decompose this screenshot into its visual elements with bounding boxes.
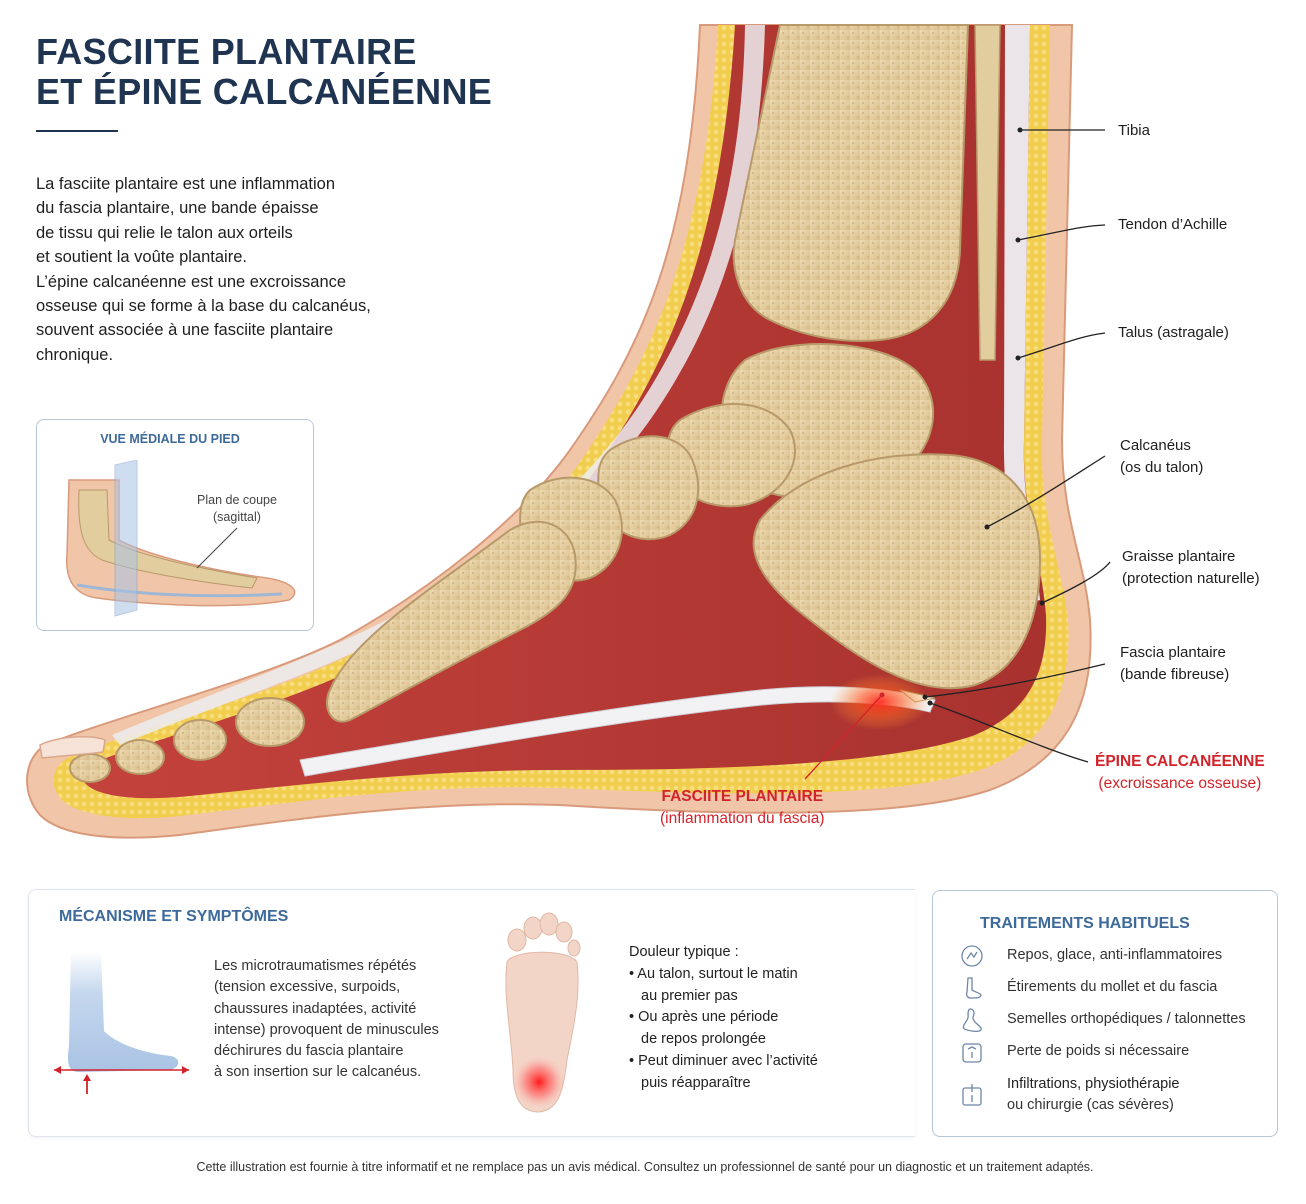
mechanism-line: Les microtraumatismes répétés xyxy=(214,958,417,974)
title-line-1: FASCIITE PLANTAIRE xyxy=(36,31,417,72)
intro-line: La fasciite plantaire est une inflammati… xyxy=(36,175,335,193)
treatment-label: Infiltrations, physiothérapie ou chirurg… xyxy=(1007,1074,1180,1117)
label-talus: Talus (astragale) xyxy=(1118,324,1229,341)
medial-view-inset: VUE MÉDIALE DU PIED Plan de coupe (sagit… xyxy=(36,419,314,631)
mechanism-line: chaussures inadaptées, activité xyxy=(214,1000,417,1017)
mechanism-line: déchirures du fascia plantaire xyxy=(214,1043,404,1060)
treatment-label: Étirements du mollet et du fascia xyxy=(1007,979,1218,996)
treatment-label: Semelles orthopédiques / talonnettes xyxy=(1007,1011,1246,1028)
calcaneus-bone xyxy=(752,453,1042,690)
label-spur-line-1: ÉPINE CALCANÉENNE xyxy=(1095,753,1265,770)
intro-line: souvent associée à une fasciite plantair… xyxy=(36,321,334,340)
treatment-label-line-2: ou chirurgie (cas sévères) xyxy=(1007,1097,1174,1113)
label-leaders xyxy=(804,129,1111,780)
label-calcaneus-line-2: (os du talon) xyxy=(1120,459,1204,476)
tibia-bone xyxy=(732,24,970,342)
label-plantar-fasciitis: FASCIITE PLANTAIRE (inflammation du fasc… xyxy=(660,786,825,830)
intro-line: de tissu qui relie le talon aux orteils xyxy=(36,223,293,242)
label-calcaneus: Calcanéus (os du talon) xyxy=(1120,435,1203,479)
label-fascia-line-2: (bande fibreuse) xyxy=(1120,666,1230,683)
mechanism-description: Les microtraumatismes répétés (tension e… xyxy=(214,956,439,1084)
label-plantar-fat: Graisse plantaire (protection naturelle) xyxy=(1122,546,1260,590)
medical-disclaimer: Cette illustration est fournie à titre i… xyxy=(196,1160,1094,1174)
pain-title: Douleur typique : xyxy=(629,944,739,960)
label-fat-line-1: Graisse plantaire xyxy=(1122,548,1236,565)
label-fasciitis-line-1: FASCIITE PLANTAIRE xyxy=(661,788,824,805)
sole-pain-icon xyxy=(505,912,581,1113)
inset-foot-illustration xyxy=(66,460,296,617)
pain-item: au premier pas xyxy=(641,987,738,1004)
metatarsal-bone xyxy=(325,520,577,723)
label-plantar-fascia: Fascia plantaire (bande fibreuse) xyxy=(1120,642,1229,686)
treatments-title: TRAITEMENTS HABITUELS xyxy=(980,915,1190,932)
distal-phalanx xyxy=(115,739,165,775)
title-underline xyxy=(36,130,118,132)
inflammation-glow xyxy=(830,674,930,730)
typical-pain-list: Douleur typique : • Au talon, surtout le… xyxy=(629,942,818,1095)
pain-item: puis réapparaître xyxy=(641,1074,751,1091)
toenail xyxy=(39,735,106,759)
pain-item: • Peut diminuer avec l’activité xyxy=(629,1052,818,1069)
label-fascia-line-1: Fascia plantaire xyxy=(1120,644,1226,661)
treatment-label-line-1: Infiltrations, physiothérapie xyxy=(1007,1075,1180,1092)
treatments-panel: TRAITEMENTS HABITUELS Repos, glace, anti… xyxy=(932,890,1278,1137)
label-heel-spur: ÉPINE CALCANÉENNE (excroissance osseuse) xyxy=(1095,751,1265,795)
treatment-label: Repos, glace, anti-inflammatoires xyxy=(1007,947,1223,964)
label-achilles-tendon: Tendon d’Achille xyxy=(1118,216,1228,233)
mechanism-line: (tension excessive, surpoids, xyxy=(214,979,401,996)
scale-icon xyxy=(962,1043,982,1063)
intro-paragraph: La fasciite plantaire est une inflammati… xyxy=(36,172,416,367)
intro-line: L’épine calcanéenne est une excroissance xyxy=(36,272,347,291)
toe-tip-phalanx xyxy=(69,753,111,783)
mechanism-line: intense) provoquent de minuscules xyxy=(214,1021,439,1038)
foot-anatomy-illustration xyxy=(26,24,1111,839)
stretch-foot-icon xyxy=(965,977,982,999)
label-fasciitis-line-2: (inflammation du fascia) xyxy=(660,810,825,827)
treatment-item: Perte de poids si nécessaire xyxy=(959,1039,1189,1065)
label-fat-line-2: (protection naturelle) xyxy=(1122,570,1260,587)
proximal-phalanx xyxy=(235,697,305,747)
treatment-label: Perte de poids si nécessaire xyxy=(1007,1043,1190,1060)
pain-item: • Au talon, surtout le matin xyxy=(629,965,798,982)
foot-tension-icon xyxy=(54,951,189,1094)
fibula-bone xyxy=(974,24,1001,361)
label-calcaneus-line-1: Calcanéus xyxy=(1120,437,1191,454)
inset-plane-label: Plan de coupe (sagittal) xyxy=(197,492,277,526)
page-title: FASCIITE PLANTAIRE ET ÉPINE CALCANÉENNE xyxy=(36,32,492,112)
intro-line: chronique. xyxy=(36,345,114,364)
inset-plane-line-1: Plan de coupe xyxy=(197,493,277,507)
intro-line: du fascia plantaire, une bande épaisse xyxy=(36,199,319,218)
intro-line: et soutient la voûte plantaire. xyxy=(36,248,247,267)
intro-line: osseuse qui se forme à la base du calcan… xyxy=(36,297,371,316)
insole-icon xyxy=(962,1008,982,1033)
inset-plane-line-2: (sagittal) xyxy=(213,510,261,524)
treatment-item: Infiltrations, physiothérapie ou chirurg… xyxy=(959,1073,1180,1117)
leader-dots xyxy=(879,127,1045,706)
treatment-item: Repos, glace, anti-inflammatoires xyxy=(959,943,1222,969)
middle-phalanx xyxy=(173,719,227,761)
mechanism-line: à son insertion sur le calcanéus. xyxy=(214,1064,422,1081)
label-spur-line-2: (excroissance osseuse) xyxy=(1098,775,1262,792)
inset-title: VUE MÉDIALE DU PIED xyxy=(100,432,240,446)
injection-icon xyxy=(962,1084,982,1106)
mechanism-title: MÉCANISME ET SYMPTÔMES xyxy=(59,908,289,925)
treatment-item: Étirements du mollet et du fascia xyxy=(959,975,1217,1001)
label-tibia: Tibia xyxy=(1118,122,1150,139)
pain-item: de repos prolongée xyxy=(641,1031,766,1048)
pain-item: • Ou après une période xyxy=(629,1009,779,1026)
achilles-tendon xyxy=(1003,25,1040,605)
treatment-item: Semelles orthopédiques / talonnettes xyxy=(959,1007,1246,1033)
title-line-2: ET ÉPINE CALCANÉENNE xyxy=(36,71,493,112)
ice-hand-icon xyxy=(961,945,983,967)
mechanism-panel: MÉCANISME ET SYMPTÔMES Les microtraumati… xyxy=(28,889,915,1137)
